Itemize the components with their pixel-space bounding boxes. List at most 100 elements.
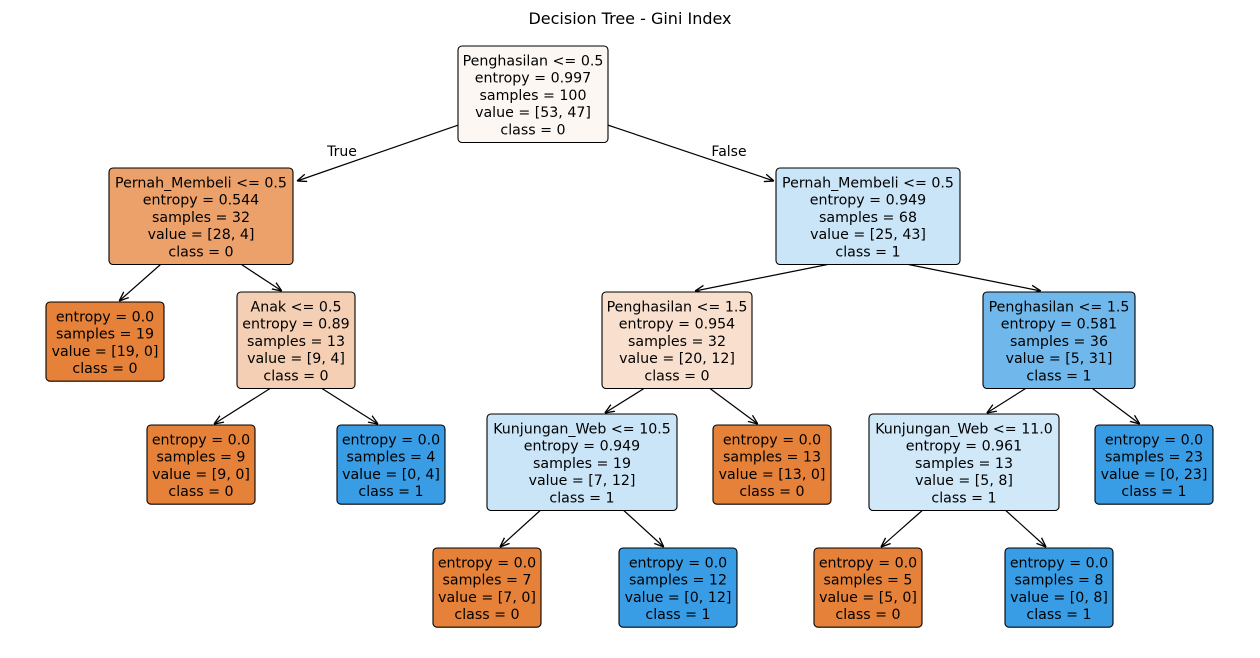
node-label-line: value = [20, 12] — [619, 351, 735, 367]
node-label-line: samples = 9 — [157, 450, 246, 466]
node-label-line: entropy = 0.0 — [629, 555, 727, 571]
tree-edge — [241, 263, 281, 292]
node-label-line: samples = 36 — [1010, 334, 1108, 350]
node-label-line: class = 1 — [835, 245, 900, 261]
node-label-line: class = 1 — [645, 607, 710, 623]
node-label-line: class = 0 — [500, 123, 565, 139]
node-label-line: class = 0 — [168, 484, 233, 500]
chart-title: Decision Tree - Gini Index — [528, 9, 731, 28]
node-label-line: samples = 5 — [824, 573, 913, 589]
edge-label-false: False — [711, 144, 746, 160]
node-label-line: value = [9, 0] — [152, 467, 250, 483]
node-label-line: class = 0 — [263, 369, 328, 385]
node-label-line: samples = 23 — [1105, 450, 1203, 466]
node-label-line: value = [53, 47] — [475, 105, 591, 121]
node-label-line: value = [7, 0] — [438, 590, 536, 606]
edge-label-true: True — [326, 144, 357, 160]
node-label-line: value = [0, 23] — [1101, 467, 1208, 483]
tree-edge — [1092, 388, 1139, 425]
node-label-line: entropy = 0.961 — [906, 439, 1022, 455]
tree-edge — [695, 263, 828, 292]
node-box — [146, 424, 256, 505]
node-label-line: Penghasilan <= 1.5 — [607, 299, 748, 315]
node-label-line: samples = 19 — [56, 327, 154, 343]
node-label-line: samples = 13 — [247, 334, 345, 350]
node-label-line: class = 1 — [931, 491, 996, 507]
node-box — [868, 413, 1060, 512]
tree-edge — [623, 510, 664, 548]
node-label-line: Anak <= 0.5 — [251, 299, 342, 315]
tree-edge — [1005, 510, 1046, 548]
node-label-line: value = [5, 8] — [915, 473, 1013, 489]
node-box — [775, 167, 961, 266]
tree-node: Kunjungan_Web <= 11.0 entropy = 0.961samp… — [868, 413, 1060, 512]
node-box — [1004, 547, 1114, 628]
node-label-line: samples = 4 — [347, 450, 436, 466]
node-label-line: class = 0 — [644, 369, 709, 385]
node-box — [1094, 424, 1214, 505]
node-box — [336, 424, 446, 505]
node-label-line: Kunjungan_Web <= 11.0 — [875, 421, 1053, 437]
node-box — [601, 291, 753, 390]
node-label-line: Kunjungan_Web <= 10.5 — [493, 421, 671, 437]
node-label-line: entropy = 0.0 — [56, 309, 154, 325]
node-label-line: entropy = 0.89 — [242, 317, 349, 333]
tree-edge — [607, 124, 774, 181]
node-label-line: samples = 19 — [533, 456, 631, 472]
node-label-line: samples = 13 — [723, 450, 821, 466]
node-label-line: entropy = 0.0 — [1010, 555, 1108, 571]
node-label-line: class = 1 — [1121, 484, 1186, 500]
node-box — [618, 547, 738, 628]
node-label-line: samples = 12 — [629, 573, 727, 589]
tree-edge — [500, 510, 541, 548]
node-label-line: class = 0 — [739, 484, 804, 500]
node-label-line: entropy = 0.0 — [152, 432, 250, 448]
node-label-line: class = 0 — [168, 245, 233, 261]
node-label-line: Penghasilan <= 1.5 — [989, 299, 1130, 315]
node-label-line: entropy = 0.0 — [819, 555, 917, 571]
node-box — [108, 167, 294, 266]
node-label-line: value = [13, 0] — [719, 467, 826, 483]
node-label-line: entropy = 0.0 — [1105, 432, 1203, 448]
node-label-line: value = [5, 31] — [1006, 351, 1113, 367]
tree-edge — [709, 388, 758, 425]
tree-edge — [987, 387, 1026, 414]
tree-edge — [297, 124, 459, 181]
node-box — [457, 45, 609, 144]
tree-edge — [214, 387, 271, 425]
node-label-line: samples = 13 — [915, 456, 1013, 472]
tree-edges: True False — [119, 124, 1140, 548]
node-box — [432, 547, 542, 628]
node-label-line: Pernah_Membeli <= 0.5 — [782, 175, 954, 191]
node-box — [712, 424, 832, 505]
node-label-line: class = 1 — [1026, 607, 1091, 623]
node-label-line: class = 0 — [835, 607, 900, 623]
node-box — [982, 291, 1136, 390]
node-label-line: value = [9, 4] — [247, 351, 345, 367]
node-label-line: samples = 100 — [480, 88, 587, 104]
node-label-line: value = [0, 4] — [342, 467, 440, 483]
node-label-line: entropy = 0.949 — [810, 193, 926, 209]
node-label-line: class = 1 — [1026, 369, 1091, 385]
node-label-line: value = [0, 8] — [1010, 590, 1108, 606]
node-box — [486, 413, 678, 512]
node-label-line: samples = 7 — [443, 573, 532, 589]
node-label-line: entropy = 0.0 — [723, 432, 821, 448]
node-label-line: entropy = 0.544 — [143, 193, 259, 209]
